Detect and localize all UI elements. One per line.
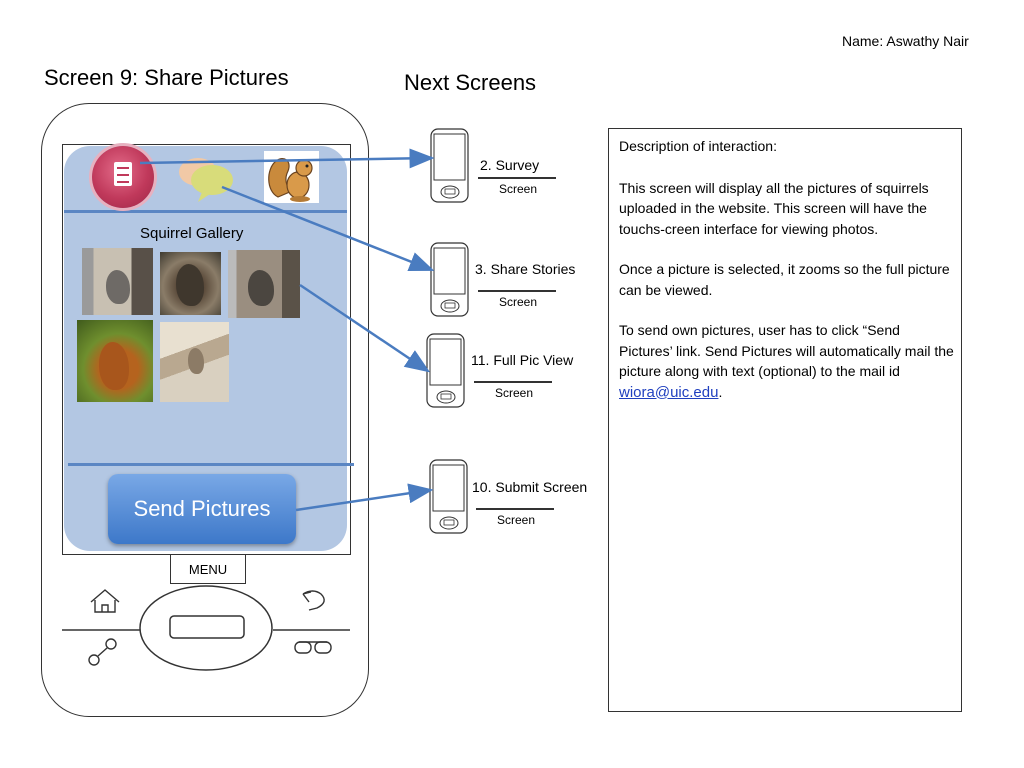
arrow-submit (295, 483, 434, 512)
next-screen-subtitle: Screen (499, 182, 538, 196)
description-period: . (718, 383, 723, 400)
mini-phone-icon (426, 333, 465, 408)
description-paragraph-text: To send own pictures, user has to click … (619, 322, 954, 379)
mini-phone-icon (430, 128, 469, 203)
home-icon[interactable] (90, 589, 120, 613)
next-screen-divider (478, 177, 556, 179)
next-screens-title: Next Screens (404, 70, 537, 95)
send-pictures-button[interactable]: Send Pictures (108, 474, 296, 544)
description-paragraph: Once a picture is selected, it zooms so … (619, 261, 950, 298)
description-paragraph: This screen will display all the picture… (619, 179, 929, 237)
menu-button[interactable]: MENU (170, 554, 246, 584)
arrow-survey (139, 148, 435, 169)
next-screen-divider (476, 508, 554, 510)
voicemail-icon[interactable] (294, 641, 332, 654)
next-screen-title[interactable]: 3. Share Stories (475, 261, 576, 277)
next-screen-subtitle: Screen (499, 295, 538, 309)
gallery-photo[interactable] (77, 320, 153, 402)
bottom-divider (68, 463, 354, 466)
next-screen-title[interactable]: 11. Full Pic View (471, 352, 574, 368)
email-link[interactable]: wiora@uic.edu (619, 383, 719, 401)
next-screen-title[interactable]: 10. Submit Screen (472, 479, 588, 495)
gallery-photo[interactable] (160, 252, 221, 315)
top-divider (64, 210, 347, 213)
survey-icon[interactable] (92, 146, 154, 208)
arrow-share-stories (221, 185, 435, 272)
description-heading: Description of interaction: (619, 138, 777, 154)
gallery-photo[interactable] (82, 248, 153, 315)
gallery-photo[interactable] (160, 322, 229, 402)
description-text: Description of interaction: This screen … (619, 136, 955, 423)
author-name: Name: Aswathy Nair (842, 33, 969, 49)
mini-phone-icon (430, 242, 469, 317)
description-paragraph: To send own pictures, user has to click … (619, 320, 955, 403)
next-screen-title[interactable]: 2. Survey (480, 157, 540, 173)
phone-controls (62, 585, 350, 671)
description-box (608, 128, 962, 712)
search-icon[interactable] (88, 638, 117, 666)
next-screen-divider (474, 381, 552, 383)
gallery-photo[interactable] (228, 250, 300, 318)
next-screen-divider (478, 290, 556, 292)
back-icon[interactable] (302, 590, 325, 611)
arrow-full-pic-view (299, 283, 431, 373)
next-screen-subtitle: Screen (495, 386, 534, 400)
gallery-title: Squirrel Gallery (140, 225, 244, 242)
next-screen-subtitle: Screen (497, 513, 536, 527)
mini-phone-icon (429, 459, 468, 534)
screen-title: Screen 9: Share Pictures (44, 65, 289, 90)
